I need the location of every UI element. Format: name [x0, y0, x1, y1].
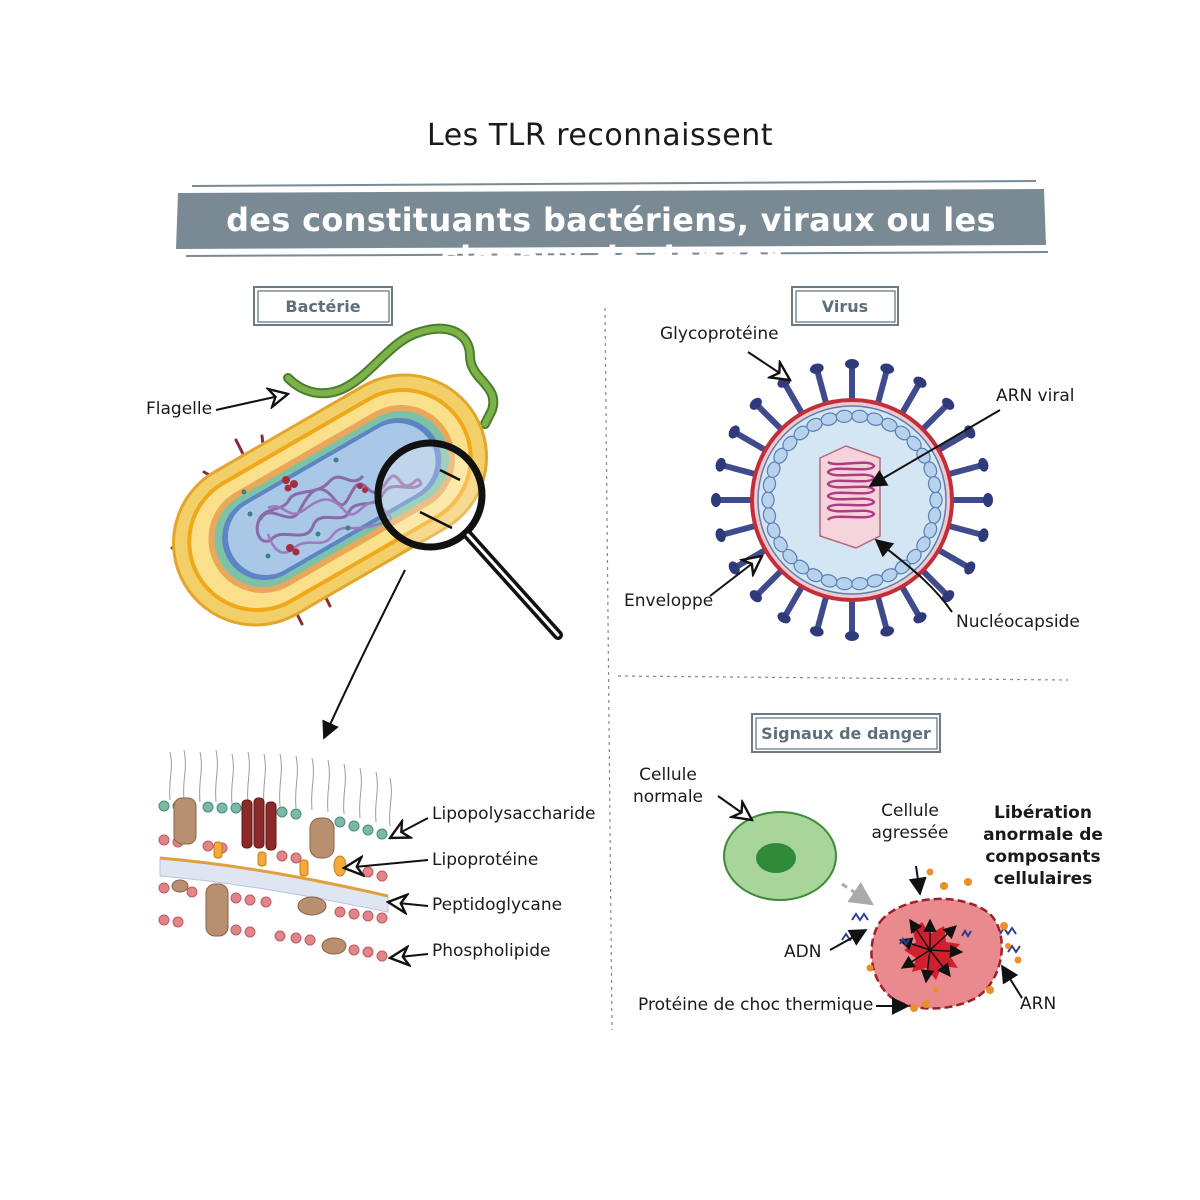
arrow-peptidoglycan: [388, 902, 429, 906]
damaged-cell: [870, 897, 1003, 1010]
label-lipoprotein: Lipoprotéine: [432, 850, 539, 870]
arrow-nucleocapsid: [874, 538, 953, 613]
heat-shock-proteins: [866, 868, 1022, 1012]
arrow-dna: [829, 929, 868, 951]
label-rna: ARN: [1020, 994, 1057, 1014]
label-peptidoglycan: Peptidoglycane: [432, 895, 563, 915]
normal-cell: [723, 811, 837, 901]
glycoprotein-spikes: [711, 359, 993, 641]
label-release-line1: Libération: [994, 803, 1092, 823]
transition-arrow: [841, 882, 874, 906]
arrow-flagelle: [215, 394, 288, 411]
tag-danger: Signaux de danger: [761, 724, 931, 743]
label-normal-cell-line2: normale: [632, 787, 704, 807]
bacteria-illustration: [170, 323, 499, 627]
label-nucleocapsid: Nucléocapside: [956, 612, 1080, 632]
arrow-aggr-cell: [908, 865, 927, 896]
magnifier-icon: [374, 439, 563, 640]
title-banner: [176, 180, 1049, 257]
arrow-rna: [1001, 964, 1023, 999]
label-flagelle: Flagelle: [146, 399, 213, 419]
label-hsp: Protéine de choc thermique: [638, 995, 874, 1015]
arrow-rna-viral: [868, 409, 1001, 487]
label-aggressed-cell-line1: Cellule: [881, 801, 939, 821]
label-dna: ADN: [784, 942, 822, 962]
page-title: Les TLR reconnaissent: [427, 118, 773, 153]
tag-box-danger: [751, 713, 941, 753]
label-aggressed-cell-line2: agressée: [871, 823, 949, 843]
label-lps: Lipopolysaccharide: [432, 804, 596, 824]
membrane-diagram: [158, 749, 392, 962]
horizontal-divider: [617, 675, 1069, 681]
tag-virus: Virus: [821, 297, 869, 316]
viral-rna: [826, 460, 876, 521]
label-release-line3: composants: [985, 847, 1101, 867]
label-release-line4: cellulaires: [993, 869, 1093, 889]
vertical-divider: [604, 307, 613, 1031]
tag-bacteria: Bactérie: [285, 297, 361, 316]
banner-subtitle: des constituants bactériens, viraux ou l…: [226, 201, 996, 277]
arrow-lps: [390, 817, 429, 838]
label-glyco: Glycoprotéine: [660, 324, 779, 344]
label-phospholipid: Phospholipide: [432, 941, 551, 961]
arrow-normal-cell: [717, 795, 752, 820]
capsid-units: [761, 409, 943, 591]
tag-box-bacteria: [253, 286, 393, 326]
label-rna-viral: ARN viral: [996, 386, 1075, 406]
zoom-arrow: [322, 569, 406, 740]
arrow-glyco: [747, 351, 790, 380]
label-release-line2: anormale de: [983, 825, 1103, 845]
label-aggressed-cell: Cellule agressée: [860, 800, 960, 844]
arrow-envelope: [709, 556, 762, 597]
virus-illustration: [711, 359, 993, 641]
label-envelope: Enveloppe: [624, 591, 714, 611]
arrow-lipoprotein: [344, 860, 429, 868]
tag-box-virus: [791, 286, 899, 326]
label-release: Libération anormale de composants cellul…: [978, 802, 1108, 890]
label-normal-cell: Cellule normale: [620, 764, 716, 808]
label-normal-cell-line1: Cellule: [639, 765, 697, 785]
arrow-phospholipid: [390, 954, 429, 958]
